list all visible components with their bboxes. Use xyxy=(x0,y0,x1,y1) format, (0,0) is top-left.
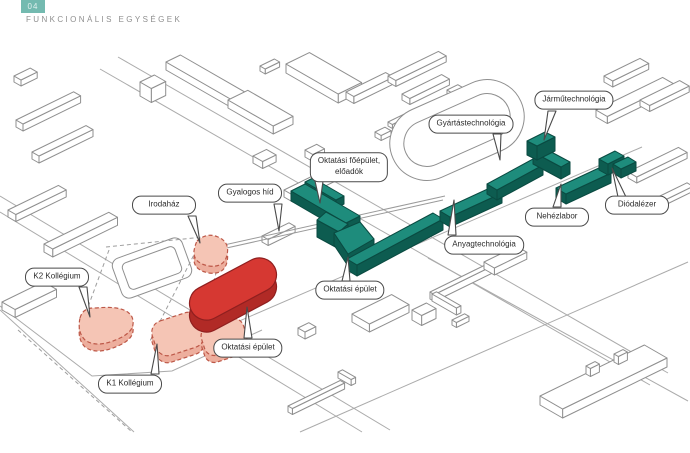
building-jarmutechnologia xyxy=(526,131,571,180)
building-gyartastechnologia xyxy=(486,158,544,201)
teal-buildings xyxy=(290,131,637,277)
building-oktatasi-epulet-campus xyxy=(333,212,444,277)
callout-gyartastechnologia: Gyártástechnológia xyxy=(428,114,514,134)
leader-jarmutechnologia xyxy=(543,110,557,141)
leader-oktatasi-epulet-kiemelt xyxy=(243,306,253,339)
building-k2-kollegium xyxy=(78,306,134,352)
leader-anyagtechnologia xyxy=(447,199,457,236)
leader-nehezlabor xyxy=(552,183,562,208)
callout-leaders xyxy=(78,110,627,375)
callout-oktatasi-epulet-kiemelt: Oktatási épület xyxy=(213,338,283,358)
callout-jarmutechnologia: Járműtechnológia xyxy=(534,90,614,110)
building-oktatasi-epulet-highlight xyxy=(188,257,278,333)
leader-irodahaz xyxy=(187,215,201,244)
building-irodahaz xyxy=(193,234,229,274)
callout-oktatasi-epulet-campus: Oktatási épület xyxy=(315,280,385,300)
background-buildings xyxy=(1,50,690,419)
callout-anyagtechnologia: Anyagtechnológia xyxy=(444,235,524,255)
callout-gyalogos-hid: Gyalogos híd xyxy=(218,183,282,203)
callout-nehezlabor: Nehézlabor xyxy=(525,207,589,227)
leader-gyalogos-hid xyxy=(273,203,283,232)
leader-k2-kollegium xyxy=(78,286,91,318)
page-title: FUNKCIONÁLIS EGYSÉGEK xyxy=(26,15,183,24)
leader-k1-kollegium xyxy=(150,343,160,375)
irodahaz-site-outline xyxy=(111,237,193,299)
page-number-chip: 04 xyxy=(21,0,45,13)
callout-diodalezer: Diódalézer xyxy=(605,195,669,215)
callout-k1-kollegium: K1 Kollégium xyxy=(98,374,162,394)
callout-irodahaz: Irodaház xyxy=(132,195,196,215)
leader-gyartastechnologia xyxy=(492,133,502,161)
callout-oktatasi-foepulet: Oktatási főépület, előadók xyxy=(309,152,389,182)
callout-k2-kollegium: K2 Kollégium xyxy=(25,267,89,287)
building-nehezlabor xyxy=(555,166,612,205)
